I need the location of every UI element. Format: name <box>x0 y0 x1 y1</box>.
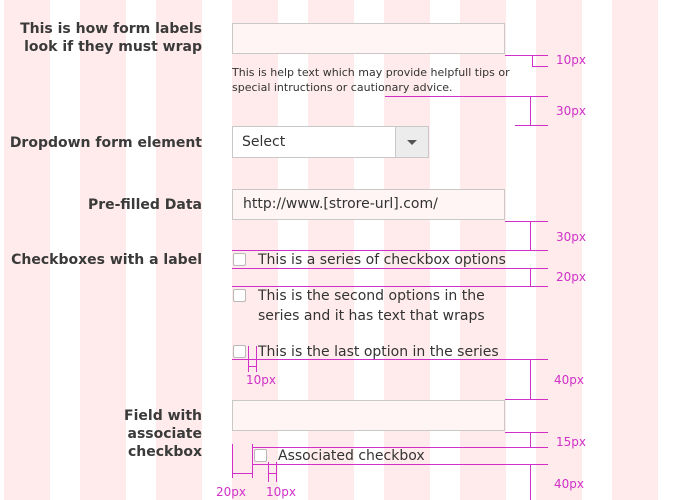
guide-line <box>505 55 548 56</box>
guide-line <box>530 221 531 251</box>
associated-checkbox-label: Associated checkbox <box>278 448 425 464</box>
grid-column <box>612 0 658 500</box>
guide-line <box>276 462 277 482</box>
guide-line <box>253 464 548 465</box>
guide-line <box>505 221 548 222</box>
help-text: This is help text which may provide help… <box>232 66 510 94</box>
guide-line <box>532 66 548 67</box>
guide-line <box>532 55 533 67</box>
wrap-field-label: This is how form labels look if they mus… <box>20 21 202 55</box>
spacing-annotation: 20px <box>556 270 586 284</box>
spacing-annotation: 10px <box>246 373 276 387</box>
associated-checkbox[interactable] <box>254 449 267 462</box>
chevron-down-icon <box>407 140 417 145</box>
spacing-annotation: 15px <box>556 435 586 449</box>
checkbox-option-2[interactable] <box>233 289 246 302</box>
guide-line <box>268 462 269 482</box>
guide-line <box>268 473 276 474</box>
guide-line <box>252 444 253 478</box>
grid-column <box>156 0 202 500</box>
guide-line <box>232 286 548 287</box>
guide-line <box>530 359 531 399</box>
guide-line <box>530 432 531 447</box>
wrap-text-input[interactable] <box>232 23 505 54</box>
spacing-annotation: 40px <box>554 373 584 387</box>
guide-line <box>385 96 548 97</box>
spacing-annotation: 30px <box>556 230 586 244</box>
dropdown-toggle-button[interactable] <box>395 127 428 157</box>
checkbox-option-3[interactable] <box>233 345 246 358</box>
guide-line <box>530 96 531 125</box>
guide-line <box>530 464 531 500</box>
guide-line <box>505 399 548 400</box>
prefilled-field-label: Pre-filled Data <box>87 197 202 213</box>
dropdown-selected-value: Select <box>242 134 286 150</box>
guide-line <box>232 444 233 478</box>
spacing-annotation: 30px <box>556 104 586 118</box>
dropdown-field-label: Dropdown form element <box>9 135 202 151</box>
prefilled-url-input[interactable]: http://www.[strore-url].com/ <box>232 189 505 220</box>
guide-line <box>232 250 548 251</box>
guide-line <box>232 268 548 269</box>
associate-field-label: Field with associate checkbox <box>124 408 202 460</box>
spacing-annotation: 10px <box>266 485 296 499</box>
dropdown-select[interactable]: Select <box>232 126 429 158</box>
guide-line <box>248 366 256 367</box>
grid-column <box>4 0 50 500</box>
grid-column <box>80 0 126 500</box>
checkbox-option-1-label: This is a series of checkbox options <box>258 252 506 268</box>
checkbox-option-3-label: This is the last option in the series <box>258 344 499 360</box>
guide-line <box>232 359 548 360</box>
prefilled-url-value: http://www.[strore-url].com/ <box>243 196 438 212</box>
associate-text-input[interactable] <box>232 400 505 431</box>
spacing-annotation: 10px <box>556 53 586 67</box>
guide-line <box>232 473 252 474</box>
guide-line <box>505 432 548 433</box>
checkbox-option-1[interactable] <box>233 253 246 266</box>
spacing-annotation: 40px <box>554 477 584 491</box>
spacing-annotation: 20px <box>216 485 246 499</box>
checkbox-option-2-label: This is the second options in the series… <box>258 288 485 324</box>
guide-line <box>530 268 531 286</box>
guide-line <box>253 447 548 448</box>
guide-line <box>515 125 548 126</box>
checkboxes-field-label: Checkboxes with a label <box>11 252 202 268</box>
